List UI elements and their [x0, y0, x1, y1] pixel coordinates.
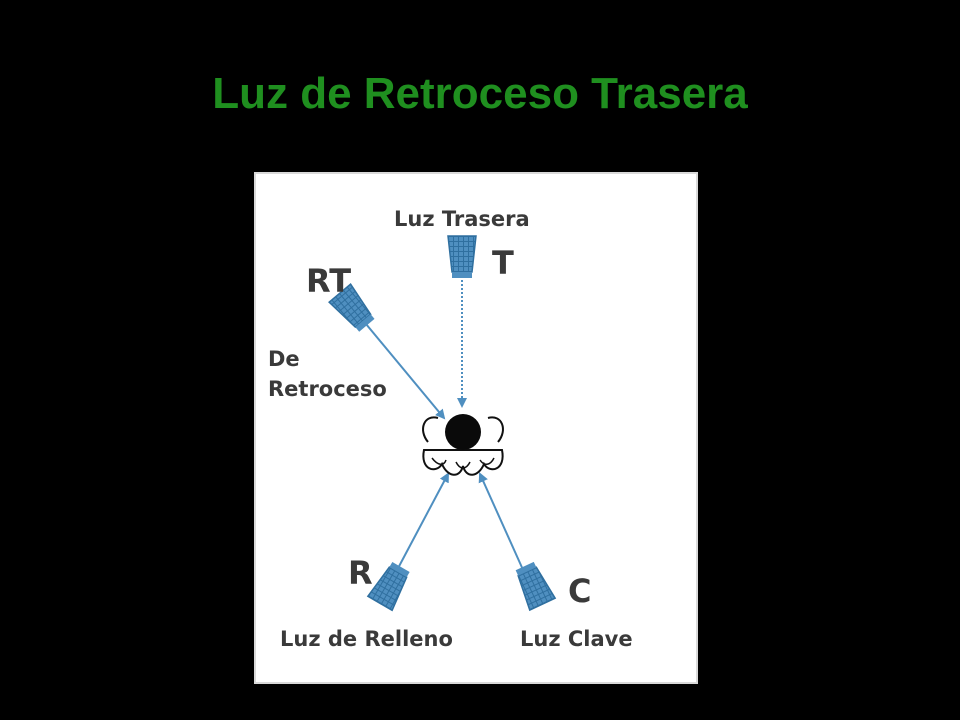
spotlight-icon: [366, 561, 410, 612]
key-light-label: Luz Clave: [520, 627, 633, 651]
lighting-diagram-svg: Luz Trasera T RT De Retroceso R Luz de R…: [268, 207, 633, 651]
kicker-light: [328, 283, 375, 332]
back-light-label: Luz Trasera: [394, 207, 530, 231]
spotlight-icon: [515, 561, 557, 612]
fill-light-beam: [395, 472, 449, 573]
key-light-beam: [478, 472, 525, 573]
slide-title: Luz de Retroceso Trasera: [212, 69, 748, 118]
fill-light-label: Luz de Relleno: [280, 627, 453, 651]
key-light-letter: C: [568, 572, 591, 610]
key-light: [515, 561, 557, 612]
kicker-label-line2: Retroceso: [268, 377, 387, 401]
back-light-letter: T: [492, 244, 514, 282]
lighting-diagram: Luz Trasera T RT De Retroceso R Luz de R…: [254, 172, 698, 684]
fill-light: [366, 561, 410, 612]
kicker-light-letter: RT: [306, 262, 351, 300]
back-light: [447, 235, 477, 278]
fill-light-letter: R: [348, 554, 373, 592]
subject-head-icon: [422, 414, 504, 476]
spotlight-icon: [328, 283, 375, 332]
kicker-label-line1: De: [268, 347, 300, 371]
spotlight-icon: [447, 235, 477, 278]
kicker-light-beam: [365, 323, 446, 420]
